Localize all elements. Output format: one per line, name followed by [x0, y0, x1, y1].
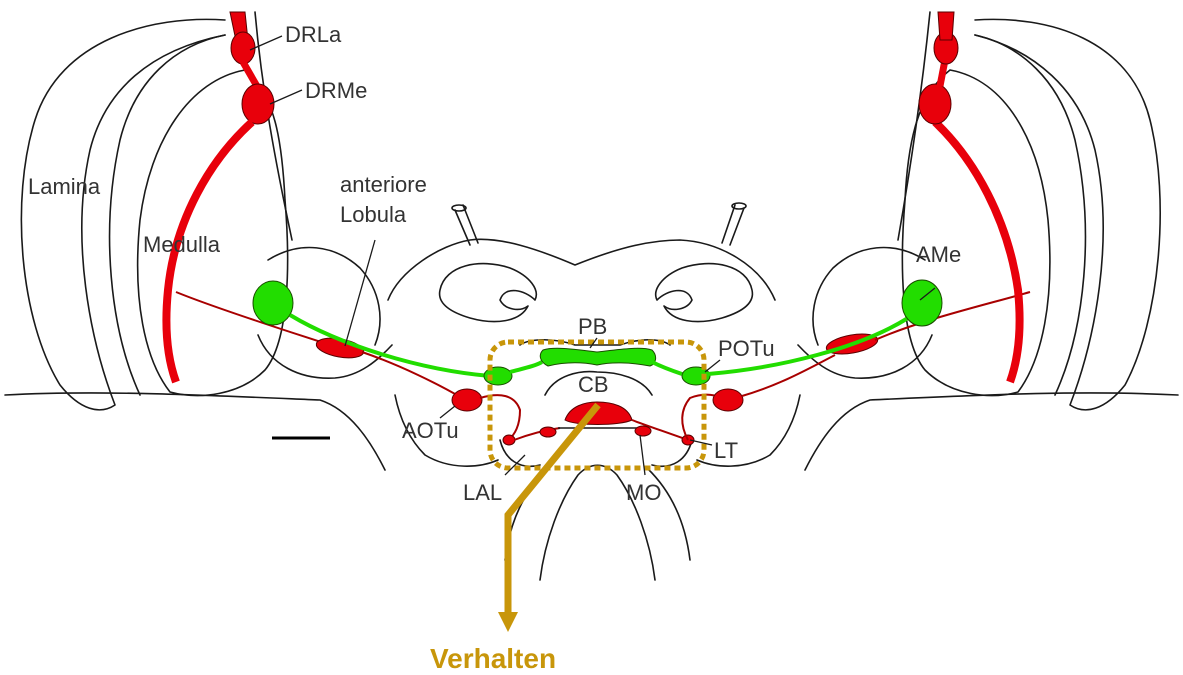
potu-leader: [705, 360, 720, 372]
anteriore-lobula-leader: [345, 240, 375, 346]
left-aotu-to-lt: [480, 395, 520, 440]
label-cb: CB: [578, 372, 609, 397]
left-base-line: [5, 393, 385, 470]
left-drla: [231, 32, 255, 64]
output-arrow-head: [498, 612, 518, 632]
left-lamina-outline: [21, 19, 225, 409]
label-output: Verhalten: [430, 643, 556, 674]
left-calyx: [440, 264, 537, 322]
central-body: [565, 402, 632, 425]
left-potu-to-pb: [510, 362, 542, 372]
right-aotu: [713, 389, 743, 411]
label-anteriore: anteriore: [340, 172, 427, 197]
label-lamina: Lamina: [28, 174, 101, 199]
right-lobula-to-medulla: [875, 292, 1030, 340]
label-drme: DRMe: [305, 78, 367, 103]
drme-leader: [270, 90, 302, 104]
label-ame: AMe: [916, 242, 961, 267]
left-drme: [242, 84, 274, 124]
mo-leader: [640, 435, 645, 475]
right-drla-fiber: [938, 12, 954, 40]
label-lobula: Lobula: [340, 202, 407, 227]
left-lt: [503, 435, 515, 445]
label-drla: DRLa: [285, 22, 342, 47]
left-ame: [253, 281, 293, 325]
label-aotu: AOTu: [402, 418, 459, 443]
right-calyx: [656, 264, 753, 322]
right-lamina-outline: [975, 19, 1160, 409]
right-drme: [919, 84, 951, 124]
protocerebral-bridge: [540, 348, 655, 366]
label-pb: PB: [578, 314, 607, 339]
right-base-line: [805, 393, 1178, 470]
left-mo: [540, 427, 556, 437]
central-brain-top: [388, 239, 775, 300]
label-mo: MO: [626, 480, 661, 505]
aotu-leader: [440, 406, 455, 418]
label-medulla: Medulla: [143, 232, 221, 257]
right-mo: [635, 426, 651, 436]
right-ame: [902, 280, 942, 326]
right-retina-edge: [898, 12, 930, 240]
label-lal: LAL: [463, 480, 502, 505]
right-ocellar-stalk: [722, 205, 744, 245]
brain-outline: [5, 12, 1178, 580]
label-lt: LT: [714, 438, 738, 463]
right-pb-to-potu: [652, 362, 682, 374]
label-potu: POTu: [718, 336, 775, 361]
left-aotu: [452, 389, 482, 411]
